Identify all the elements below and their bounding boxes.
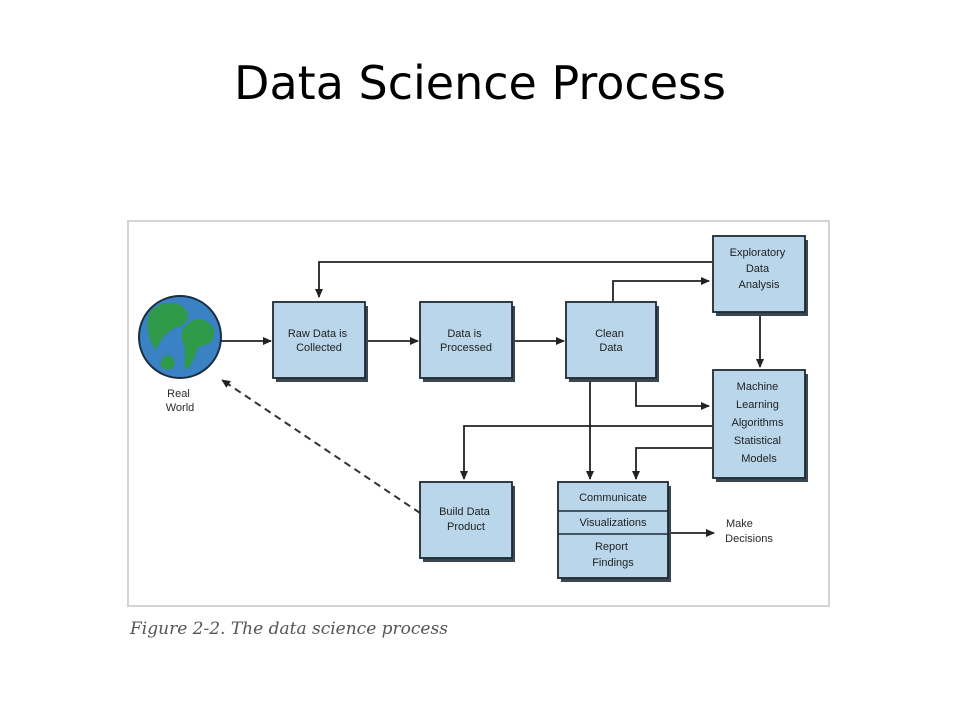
raw-data-line-1: Raw Data is: [288, 328, 348, 340]
ml-line-1: Machine: [737, 381, 779, 393]
svg-text:Raw Data is Collected: Raw Data is Collected: [288, 328, 350, 354]
svg-text:Data is Processed: Data is Processed: [440, 328, 492, 354]
dashed-arrow-build-to-world: [221, 379, 421, 514]
node-processed: Data is Processed: [419, 301, 515, 382]
build-line-1: Build Data: [439, 506, 491, 518]
eda-line-1: Exploratory: [730, 247, 786, 259]
eda-line-3: Analysis: [739, 279, 780, 291]
globe-icon: [138, 295, 222, 379]
ml-line-4: Statistical: [734, 435, 781, 447]
raw-data-line-2: Collected: [296, 342, 342, 354]
make-decisions-label: Make Decisions: [725, 518, 773, 545]
communicate-label: Communicate: [579, 492, 647, 504]
arrow-clean-to-eda: [612, 277, 710, 301]
arrow-eda-to-raw: [315, 261, 712, 298]
arrow-ml-to-build: [460, 425, 712, 480]
visualizations-label: Visualizations: [579, 517, 647, 529]
slide-title: Data Science Process: [234, 56, 726, 110]
node-build-data-product: Build Data Product: [419, 481, 515, 562]
real-world-line-1: Real: [167, 388, 190, 400]
svg-text:Build Data Product: Build Data Product: [439, 506, 493, 533]
clean-line-2: Data: [599, 342, 623, 354]
figure-caption: Figure 2-2. The data science process: [130, 619, 448, 639]
clean-line-1: Clean: [595, 328, 624, 340]
report-line-2: Findings: [592, 557, 634, 569]
node-machine-learning: Machine Learning Algorithms Statistical …: [712, 369, 808, 482]
arrow-ml-to-communicate: [632, 447, 712, 480]
arrow-clean-to-ml: [635, 380, 710, 410]
svg-text:Clean Data: Clean Data: [595, 328, 627, 354]
ml-line-3: Algorithms: [731, 417, 783, 429]
real-world-line-2: World: [166, 402, 195, 414]
decisions-line-2: Decisions: [725, 533, 773, 545]
ml-line-5: Models: [741, 453, 777, 465]
build-line-2: Product: [447, 521, 485, 533]
processed-line-1: Data is: [447, 328, 482, 340]
svg-text:Exploratory Data A: Exploratory Data Analysis: [730, 247, 789, 291]
node-raw-data: Raw Data is Collected: [272, 301, 368, 382]
processed-line-2: Processed: [440, 342, 492, 354]
ml-line-2: Learning: [736, 399, 779, 411]
connectors: [221, 261, 764, 537]
node-clean-data: Clean Data: [565, 301, 659, 382]
eda-line-2: Data: [746, 263, 770, 275]
real-world-label: Real World: [166, 388, 195, 414]
svg-text:Report Findings: Report Findings: [592, 541, 634, 569]
svg-text:Machine Learning A: Machine Learning Algorithms Statistical …: [731, 381, 786, 465]
report-line-1: Report: [595, 541, 628, 553]
node-communicate: Communicate Visualizations Report Findin…: [557, 481, 671, 582]
decisions-line-1: Make: [726, 518, 753, 530]
node-eda: Exploratory Data Analysis: [712, 235, 808, 316]
